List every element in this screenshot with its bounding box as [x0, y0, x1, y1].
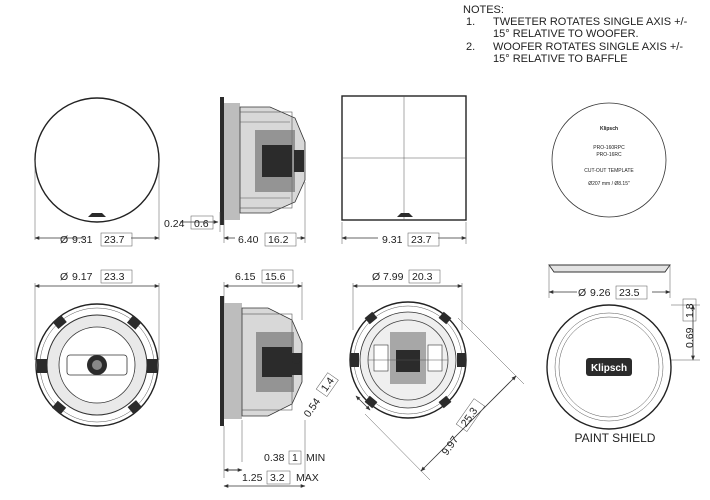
paint-shield-label: PAINT SHIELD — [575, 431, 656, 445]
depth-mm: 16.2 — [268, 234, 289, 246]
notes-heading: NOTES: — [463, 4, 504, 16]
shield-dia-mm: 23.5 — [619, 287, 640, 299]
note-1-number: 1. — [466, 16, 475, 28]
baffle-dia-mm: 23.3 — [104, 271, 125, 283]
square-grille-view: 9.31 23.7 — [341, 95, 467, 247]
shield-dia-value: 9.26 — [590, 287, 611, 299]
cutout-dia-value: 7.99 — [383, 271, 404, 283]
template-model-1: PRO-160RPC — [593, 145, 625, 151]
square-width-mm: 23.7 — [411, 234, 432, 246]
depth-value: 6.40 — [238, 234, 259, 246]
clamp-value: 0.54 — [302, 396, 324, 420]
flange-thick-value: 0.24 — [164, 218, 185, 230]
speaker-side-view-installed: 6.15 15.6 0.38 1 MIN 1.25 3.2 MAX — [220, 269, 325, 488]
speaker-side-view: 6.40 16.2 0.24 0.6 — [164, 97, 306, 247]
paint-shield-views: Ø 9.26 23.5 Klipsch 0.69 1.8 PAINT SHIEL… — [546, 264, 700, 445]
note-2-line-1: WOOFER ROTATES SINGLE AXIS +/- — [493, 41, 683, 53]
shield-logo-badge — [586, 358, 632, 376]
max-value: 1.25 — [242, 472, 263, 484]
template-size: Ø207 mm / Ø8.15" — [588, 181, 630, 187]
clamp-mm: 1.4 — [319, 375, 337, 394]
min-value: 0.38 — [264, 452, 285, 464]
diameter-symbol-3: Ø — [372, 271, 380, 283]
square-width-value: 9.31 — [382, 234, 403, 246]
baffle-front-view: Ø 9.17 23.3 — [34, 269, 160, 427]
shield-height-mm: 1.8 — [684, 303, 696, 318]
note-1-line-2: 15° RELATIVE TO WOOFER. — [493, 28, 639, 40]
diameter-symbol-4: Ø — [578, 287, 586, 299]
max-suffix: MAX — [296, 472, 319, 484]
grille-dia-value: 9.31 — [72, 234, 93, 246]
square-logo-badge — [397, 213, 413, 217]
notes-block: NOTES: 1. TWEETER ROTATES SINGLE AXIS +/… — [463, 4, 688, 65]
min-suffix: MIN — [306, 452, 325, 464]
template-model-2: PRO-16RC — [596, 152, 622, 158]
shield-height-value: 0.69 — [684, 327, 696, 348]
shield-brand: Klipsch — [591, 363, 627, 374]
flange-thick-mm: 0.6 — [194, 218, 209, 230]
cutout-template: Klipsch PRO-160RPC PRO-16RC CUT-OUT TEMP… — [551, 102, 667, 218]
cutout-back-view: Ø 7.99 20.3 0.54 1.4 9.97 25.3 — [302, 269, 525, 481]
grille-front-view: Ø 9.31 23.7 — [34, 97, 160, 247]
note-1-line-1: TWEETER ROTATES SINGLE AXIS +/- — [493, 16, 688, 28]
baffle-dia-value: 9.17 — [72, 271, 93, 283]
min-mm: 1 — [292, 452, 298, 464]
note-2-line-2: 15° RELATIVE TO BAFFLE — [493, 53, 628, 65]
template-brand: Klipsch — [600, 126, 618, 132]
grille-logo-badge — [88, 213, 106, 217]
diag-value: 9.97 — [440, 434, 462, 458]
cutout-dia-mm: 20.3 — [412, 271, 433, 283]
grille-dia-mm: 23.7 — [104, 234, 125, 246]
max-mm: 3.2 — [270, 472, 285, 484]
depth-below-mm: 15.6 — [265, 271, 286, 283]
template-label: CUT-OUT TEMPLATE — [584, 168, 634, 174]
depth-below-value: 6.15 — [235, 271, 256, 283]
diameter-symbol-2: Ø — [60, 271, 68, 283]
note-2-number: 2. — [466, 41, 475, 53]
diameter-symbol: Ø — [60, 234, 68, 246]
